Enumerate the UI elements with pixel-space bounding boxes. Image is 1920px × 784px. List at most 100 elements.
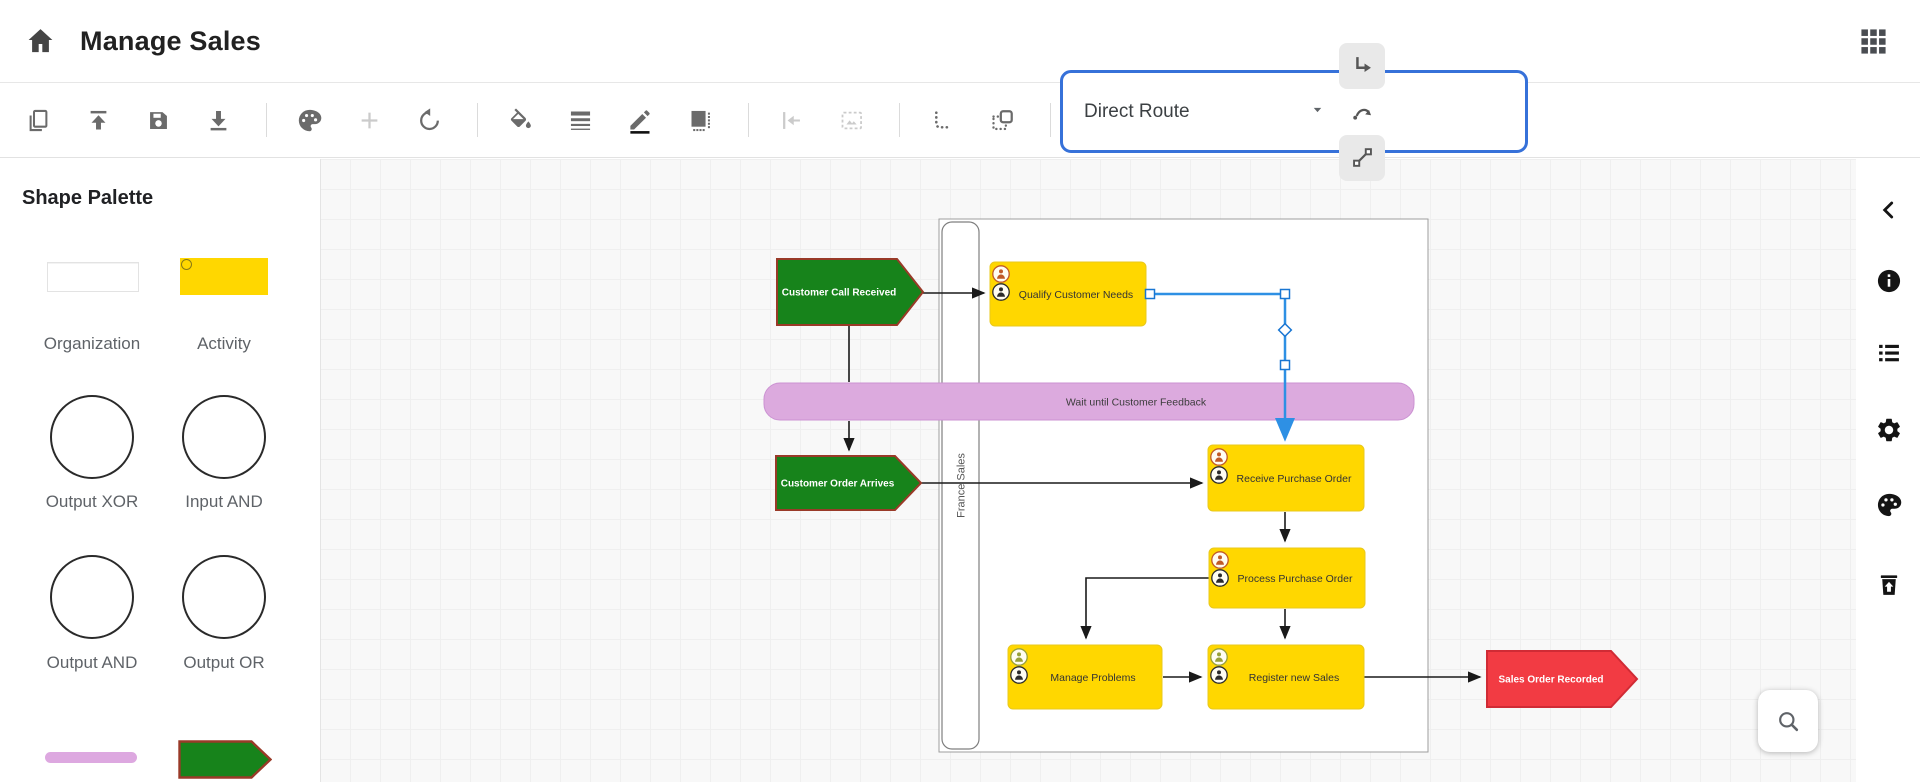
- undo-button[interactable]: [409, 97, 449, 143]
- save-icon: [149, 111, 167, 129]
- shadow-icon: [691, 110, 710, 131]
- role-badge-icon: [999, 269, 1003, 274]
- node-label-register-new-sales: Register new Sales: [1249, 672, 1339, 684]
- connector-settings-group: Direct Route: [1060, 42, 1528, 181]
- theme-palette-button[interactable]: [1874, 491, 1904, 521]
- shadow-button[interactable]: [680, 97, 720, 143]
- toolbar-divider: [1050, 103, 1051, 137]
- stroke-color-button[interactable]: [620, 97, 660, 143]
- orthogonal-connector-button[interactable]: [1339, 42, 1385, 89]
- node-label-manage-problems: Manage Problems: [1050, 672, 1135, 684]
- swimlane-header[interactable]: [941, 221, 980, 750]
- palette-shape-wait-band[interactable]: [45, 752, 137, 763]
- delete-button[interactable]: [1874, 571, 1904, 601]
- connector-handle[interactable]: [1144, 288, 1156, 300]
- palette-shape-activity[interactable]: [180, 258, 268, 295]
- select-region-icon: [934, 110, 952, 129]
- diagram-node-customer-call-received[interactable]: [776, 258, 925, 326]
- palette-shape-event-arrow[interactable]: [178, 740, 273, 779]
- palette-shape-input-and[interactable]: [182, 395, 266, 479]
- diagram-node-wait-until-customer-feedback[interactable]: [763, 382, 1415, 421]
- role-badge-icon: [1218, 573, 1222, 578]
- connector-handle[interactable]: [1279, 288, 1291, 300]
- straight-connector-button[interactable]: [1339, 134, 1385, 181]
- role-badge-icon: [1010, 648, 1028, 666]
- page-title: Manage Sales: [80, 26, 261, 56]
- role-badge-icon: [992, 265, 1010, 283]
- insert-image-button[interactable]: [831, 97, 871, 143]
- palette-label-input-and: Input AND: [185, 492, 263, 511]
- diagram-connector[interactable]: [1080, 577, 1209, 640]
- upload-button[interactable]: [78, 97, 118, 143]
- settings-button[interactable]: [1874, 416, 1904, 446]
- undo-icon: [419, 107, 439, 130]
- home-icon: [28, 29, 52, 53]
- role-badge-icon: [1211, 569, 1229, 587]
- diagram-node-receive-purchase-order[interactable]: [1207, 444, 1365, 512]
- role-badge-icon: [1017, 652, 1021, 657]
- connector-segment-handle[interactable]: [1277, 322, 1293, 338]
- orthogonal-connector-icon: [1355, 57, 1371, 73]
- apps-menu-button[interactable]: [1852, 24, 1894, 62]
- palette-shape-output-xor[interactable]: [50, 395, 134, 479]
- palette-label-output-xor: Output XOR: [45, 492, 139, 511]
- chevron-down-icon: [1313, 107, 1322, 112]
- diagram-node-sales-order-recorded[interactable]: [1486, 650, 1639, 708]
- select-all-button[interactable]: [982, 97, 1022, 143]
- app-header: Manage Sales: [0, 0, 1920, 83]
- node-label-process-purchase-order: Process Purchase Order: [1238, 573, 1353, 585]
- settings-icon: [1878, 418, 1900, 442]
- diagram-node-customer-order-arrives[interactable]: [775, 455, 923, 511]
- role-badge-icon: [1210, 666, 1228, 684]
- fill-color-button[interactable]: [500, 97, 540, 143]
- copy-button[interactable]: [18, 97, 58, 143]
- diagram-node-process-purchase-order[interactable]: [1208, 547, 1366, 609]
- align-left-icon: [782, 111, 800, 129]
- role-badge-icon: [1015, 657, 1023, 662]
- line-width-button[interactable]: [560, 97, 600, 143]
- select-region-button[interactable]: [922, 97, 962, 143]
- insert-image-icon: [841, 111, 862, 129]
- node-label-sales-order-recorded: Sales Order Recorded: [1498, 675, 1603, 686]
- palette-shape-output-or[interactable]: [182, 555, 266, 639]
- palette-shape-output-and[interactable]: [50, 555, 134, 639]
- chevron-down-icon: [1309, 102, 1326, 122]
- main-toolbar: [0, 83, 1920, 158]
- node-label-receive-purchase-order: Receive Purchase Order: [1237, 473, 1352, 485]
- role-badge-icon: [999, 287, 1003, 292]
- palette-button[interactable]: [289, 97, 329, 143]
- role-badge-icon: [1210, 448, 1228, 466]
- route-type-value: Direct Route: [1084, 100, 1190, 122]
- role-badge-icon: [1218, 555, 1222, 560]
- palette-label-output-and: Output AND: [46, 653, 138, 672]
- apps-grid-icon: [1860, 29, 1886, 54]
- save-button[interactable]: [138, 97, 178, 143]
- diagram-node-manage-problems[interactable]: [1007, 644, 1163, 710]
- home-button[interactable]: [20, 24, 60, 60]
- add-button[interactable]: [349, 97, 389, 143]
- connector-type-buttons: [1326, 42, 1385, 181]
- node-label-customer-call-received: Customer Call Received: [782, 288, 897, 299]
- route-type-dropdown[interactable]: Direct Route: [1084, 101, 1326, 123]
- layers-list-button[interactable]: [1874, 339, 1904, 369]
- role-badge-icon: [1215, 657, 1223, 662]
- role-badge-icon: [997, 292, 1005, 297]
- toolbar-divider: [748, 103, 749, 137]
- download-button[interactable]: [198, 97, 238, 143]
- zoom-search-button[interactable]: [1758, 690, 1818, 752]
- role-badge-icon: [1210, 648, 1228, 666]
- node-label-wait-until-customer-feedback: Wait until Customer Feedback: [1066, 396, 1207, 408]
- select-all-icon: [991, 109, 1013, 130]
- connector-handle[interactable]: [1279, 359, 1291, 371]
- toolbar-divider: [266, 103, 267, 137]
- align-left-button[interactable]: [771, 97, 811, 143]
- curved-connector-button[interactable]: [1339, 89, 1385, 135]
- download-icon: [210, 110, 226, 130]
- palette-icon: [298, 109, 321, 131]
- palette-shape-organization[interactable]: [47, 262, 139, 292]
- collapse-panel-button[interactable]: [1874, 196, 1904, 226]
- info-button[interactable]: [1874, 267, 1904, 297]
- add-icon: [361, 112, 377, 128]
- diagram-node-register-new-sales[interactable]: [1207, 644, 1365, 710]
